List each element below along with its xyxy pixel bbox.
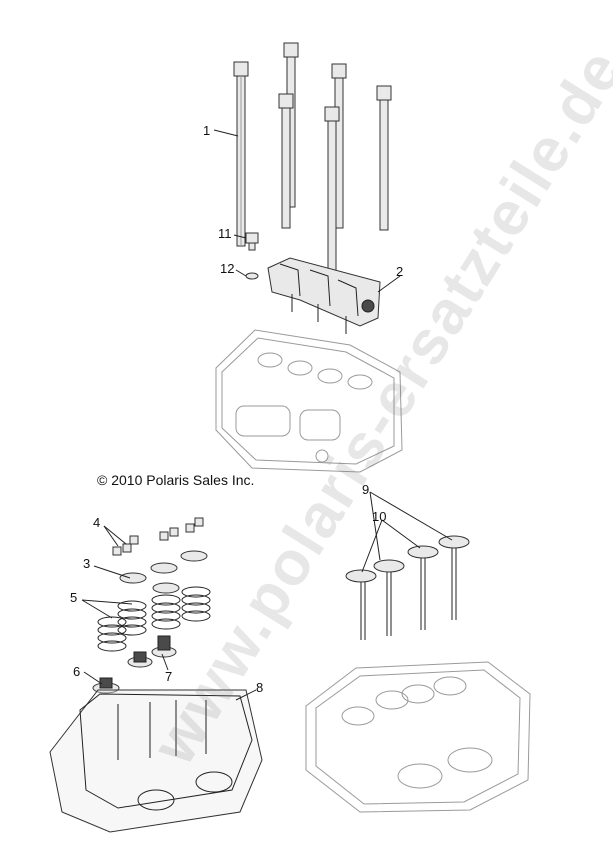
upper-cylinder-head [215, 329, 403, 473]
spring-retainers [119, 550, 208, 594]
callout-1: 1 [203, 123, 211, 138]
callout-5: 5 [70, 590, 78, 605]
callout-3: 3 [83, 556, 91, 571]
callout-4: 4 [93, 515, 101, 530]
leader-lines [81, 129, 453, 701]
small-washer [245, 272, 259, 280]
callout-7: 7 [165, 669, 173, 684]
callout-9: 9 [362, 482, 370, 497]
valve [438, 535, 470, 620]
head-bolts [233, 42, 392, 276]
callout-12: 12 [220, 261, 235, 276]
valve [407, 545, 439, 630]
head-bolt [233, 61, 249, 247]
callout-10: 10 [372, 509, 387, 524]
callout-6: 6 [73, 664, 81, 679]
valve [373, 559, 405, 636]
valve-springs [97, 586, 211, 652]
head-bolt [376, 85, 392, 231]
callout-2: 2 [396, 264, 404, 279]
callout-11: 11 [218, 226, 232, 241]
valve-keepers [112, 517, 204, 556]
copyright-text: © 2010 Polaris Sales Inc. [97, 472, 255, 488]
valve [345, 569, 377, 640]
lower-left-cylinder-head [49, 689, 263, 833]
lower-right-cylinder-head [305, 661, 531, 813]
small-bolt [245, 232, 259, 251]
valves [345, 535, 470, 640]
callout-8: 8 [256, 680, 264, 695]
rocker-arm-assembly [267, 257, 381, 334]
head-bolt [278, 93, 294, 229]
valve-stem-seals [92, 635, 177, 694]
